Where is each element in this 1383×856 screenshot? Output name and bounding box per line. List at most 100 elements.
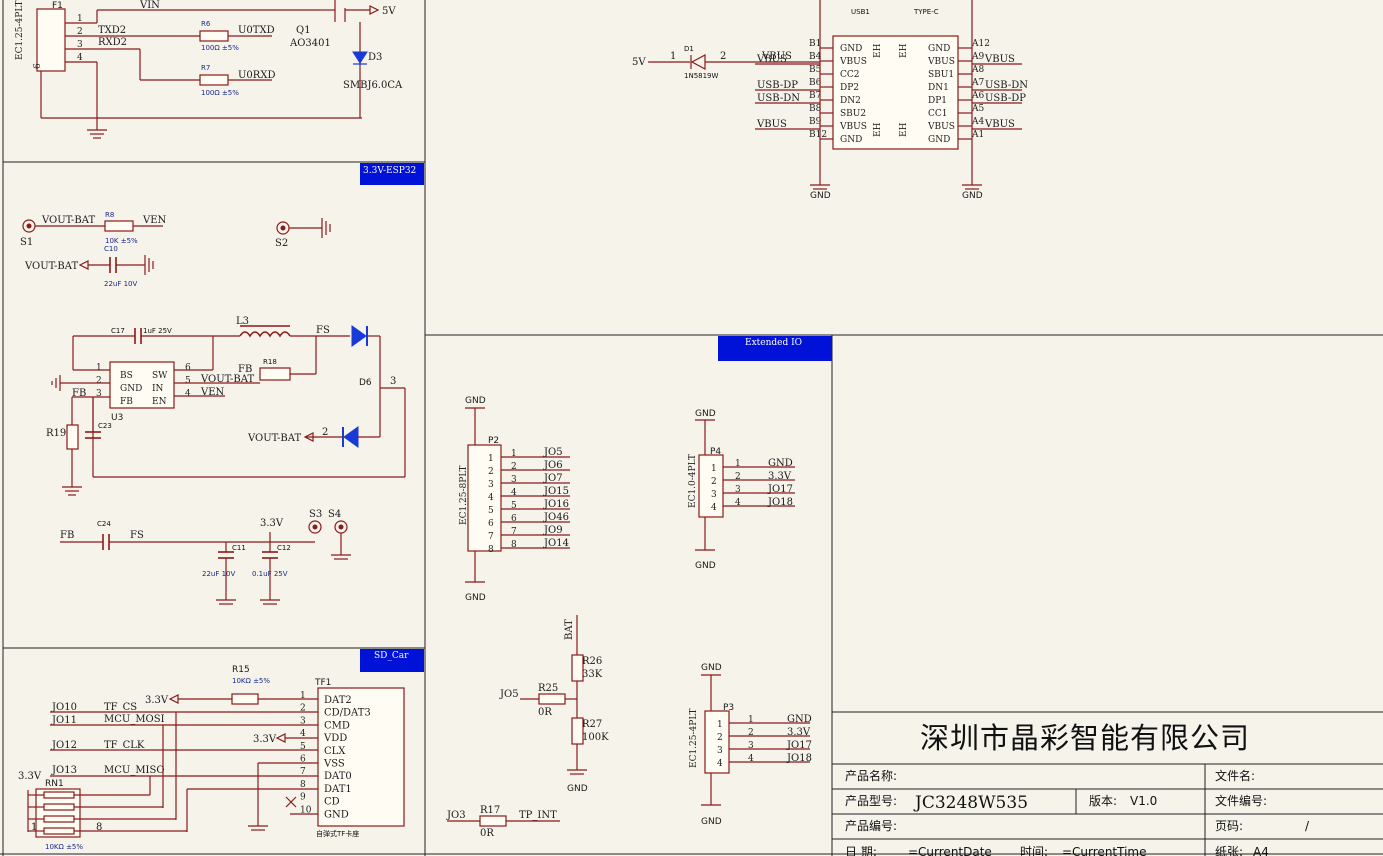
u3-left-pin-1: GND [120, 384, 142, 394]
svg-text:2: 2 [720, 51, 726, 62]
usb-left-pin-5: SBU2 [840, 109, 866, 119]
usb-left-pin-3: DP2 [840, 83, 859, 93]
p2-net-2: JO7 [543, 473, 563, 484]
tf-num-2: 3 [300, 716, 306, 726]
svg-text:GND: GND [695, 561, 716, 571]
p2-num-4: 5 [511, 501, 517, 511]
usb-left-pin-1: VBUS [839, 57, 867, 67]
d1-part: 1N5819W [684, 72, 719, 80]
u3-left-pin-0: BS [120, 371, 133, 381]
p2-num-3: 4 [511, 488, 517, 498]
tf-num-7: 8 [300, 780, 306, 790]
usb-gnd-left: GND [810, 191, 831, 201]
svg-text:0R: 0R [538, 707, 552, 718]
u3-left-num-1: 2 [96, 376, 102, 386]
usb-left-num-3: B6 [809, 78, 822, 88]
5v-net-top: 5V [382, 6, 396, 17]
usb-left-net-1: VBUS [756, 54, 787, 65]
svg-text:R6: R6 [201, 20, 211, 28]
svg-text:R15: R15 [232, 665, 250, 675]
usb-right-pin-1: VBUS [927, 57, 955, 67]
section-sd-text: SD_Car [374, 651, 409, 661]
svg-text:页码:: 页码: [1215, 819, 1243, 833]
svg-text:MCU_MISO: MCU_MISO [104, 765, 165, 776]
title-block: 深圳市晶彩智能有限公司 产品名称: 产品型号: JC3248W535 版本: V… [832, 711, 1383, 856]
p3-net-0: GND [787, 714, 812, 725]
svg-text:0.1uF 25V: 0.1uF 25V [252, 570, 288, 578]
tf-num-8: 9 [300, 793, 306, 803]
p2-net-6: JO9 [543, 525, 563, 536]
svg-text:文件名:: 文件名: [1215, 768, 1255, 783]
usb-left-pin-0: GND [840, 44, 862, 54]
svg-text:GND: GND [701, 663, 722, 673]
svg-text:JO12: JO12 [51, 740, 77, 751]
svg-text:GND: GND [695, 409, 716, 419]
svg-text:版本:: 版本: [1089, 794, 1117, 808]
svg-text:6: 6 [33, 63, 43, 69]
tf-num-0: 1 [300, 691, 306, 701]
f1-pin1: 1 [77, 14, 83, 24]
p2-num-7: 8 [511, 540, 517, 550]
p3-num-0: 1 [748, 715, 754, 725]
tf-num-4: 5 [300, 742, 306, 752]
svg-text:3.3V: 3.3V [145, 695, 169, 706]
p2-inner-num-0: 1 [488, 454, 494, 464]
svg-text:C10: C10 [104, 245, 118, 253]
vout-bat-net-2: VOUT-BAT [247, 433, 301, 444]
svg-text:VOUT-BAT: VOUT-BAT [24, 261, 78, 272]
tf-pin-1: CD/DAT3 [324, 708, 371, 719]
p2-ref: P2 [488, 436, 499, 446]
txd2-net: TXD2 [98, 25, 126, 36]
p3-net-2: JO17 [786, 740, 812, 751]
svg-text:EC1.25-8PLT: EC1.25-8PLT [459, 465, 469, 525]
d1-ref: D1 [684, 45, 694, 53]
p2-net-4: JO16 [543, 499, 569, 510]
usb-left-num-1: B4 [809, 52, 822, 62]
s2-ref: S2 [275, 238, 288, 249]
usb-right-net-4: USB-DP [985, 93, 1026, 104]
tf-pin-0: DAT2 [324, 695, 352, 706]
p4-num-0: 1 [735, 459, 741, 469]
svg-text:=CurrentTime: =CurrentTime [1062, 845, 1147, 856]
d3-ref: D3 [368, 52, 382, 63]
svg-text:EH: EH [873, 122, 883, 137]
usb-right-pin-4: DP1 [928, 96, 947, 106]
tf-pin-4: CLX [324, 746, 346, 757]
svg-text:R26: R26 [582, 656, 602, 667]
usb-right-num-5: A5 [971, 104, 984, 114]
usb-type: TYPE-C [913, 8, 939, 16]
usb-right-net-3: USB-DN [985, 80, 1028, 91]
s3-ref: S3 [309, 509, 322, 520]
usb-left-num-0: B1 [809, 39, 821, 49]
svg-text:EH: EH [873, 43, 883, 58]
f1-pin4: 4 [77, 53, 83, 63]
rn1-ref: RN1 [45, 779, 64, 789]
u3-left-pin-2: FB [120, 397, 133, 407]
bat-net: BAT [564, 619, 575, 640]
version-value: V1.0 [1130, 794, 1157, 808]
fb-net-2: FB [60, 530, 74, 541]
ven-net-2: VEN [200, 387, 225, 398]
svg-text:JO3: JO3 [446, 810, 466, 821]
p2-net-0: JO5 [543, 447, 563, 458]
u3-right-pin-1: IN [152, 384, 164, 394]
usb-left-num-6: B9 [809, 117, 822, 127]
svg-text:EC1.25-4PLT: EC1.25-4PLT [689, 708, 699, 768]
svg-text:10K ±5%: 10K ±5% [105, 237, 138, 245]
usb-right-num-2: A8 [971, 65, 984, 75]
svg-text:GND: GND [465, 396, 486, 406]
q1-part: AO3401 [289, 38, 331, 49]
company-name: 深圳市晶彩智能有限公司 [920, 721, 1250, 755]
p4-inner-num-0: 1 [711, 464, 717, 474]
svg-text:3.3V: 3.3V [18, 771, 42, 782]
svg-text:GND: GND [701, 817, 722, 827]
p3-inner-num-3: 4 [717, 759, 723, 769]
tp-int-net: TP_INT [519, 810, 557, 821]
p4-net-3: JO18 [767, 497, 793, 508]
svg-text:产品编号:: 产品编号: [845, 818, 897, 833]
section-extio-text: Extended IO [745, 338, 802, 348]
usb-left-net-4: USB-DN [757, 93, 800, 104]
u3-left-num-2: 3 [96, 389, 102, 399]
p3-net-1: 3.3V [787, 727, 811, 738]
p4-net-1: 3.3V [768, 471, 792, 482]
